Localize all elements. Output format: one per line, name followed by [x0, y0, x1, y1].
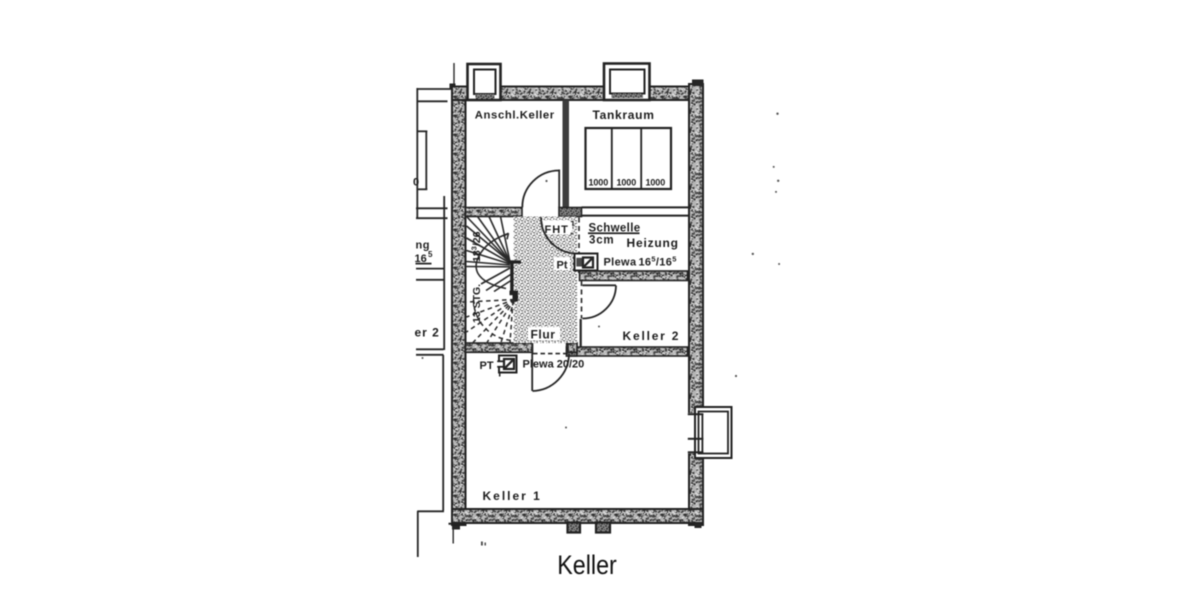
svg-text:1000: 1000	[617, 178, 637, 188]
svg-text:Keller: Keller	[557, 551, 617, 581]
svg-text:Plewa 20/20: Plewa 20/20	[523, 359, 585, 371]
svg-text:1000: 1000	[589, 178, 609, 188]
svg-text:Heizung: Heizung	[627, 236, 679, 250]
svg-text:Flur: Flur	[531, 328, 556, 342]
svg-text:Schwelle: Schwelle	[589, 223, 641, 235]
svg-text:16: 16	[415, 253, 427, 265]
svg-text:5: 5	[428, 250, 433, 259]
svg-text:Anschl.Keller: Anschl.Keller	[475, 110, 555, 122]
svg-text:PT: PT	[480, 360, 494, 372]
svg-text:183/26: 183/26	[470, 231, 484, 262]
svg-text:FHT: FHT	[545, 224, 569, 236]
svg-text:Pt: Pt	[557, 260, 568, 272]
svg-text:ng: ng	[416, 240, 430, 252]
svg-text:13 STG.: 13 STG.	[471, 284, 483, 323]
svg-text:er 2: er 2	[415, 326, 440, 340]
svg-text:3cm: 3cm	[589, 235, 614, 247]
svg-text:Tankraum: Tankraum	[593, 108, 655, 122]
svg-text:1000: 1000	[646, 178, 666, 188]
svg-text:Keller 2: Keller 2	[623, 329, 681, 343]
svg-text:0: 0	[413, 177, 419, 189]
svg-text:Keller 1: Keller 1	[483, 489, 542, 503]
